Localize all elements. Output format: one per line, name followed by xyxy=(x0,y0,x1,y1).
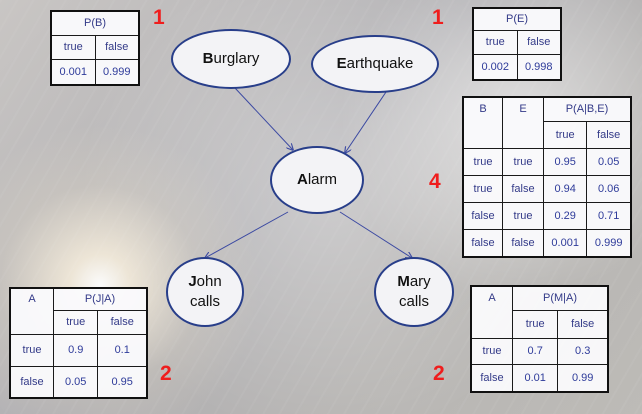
cpt-mary-header-false: false xyxy=(557,309,609,339)
cpt-alarm-value-false: 0.06 xyxy=(586,174,632,203)
cpt-john-value-false: 0.1 xyxy=(97,333,148,367)
cpt-john-value-true: 0.9 xyxy=(52,333,99,367)
edge-burglary-alarm xyxy=(234,87,293,150)
edge-alarm-john xyxy=(205,211,289,258)
cpt-alarm-value-false: 0.999 xyxy=(586,228,632,258)
cpt-mary-title: P(M|A) xyxy=(512,285,609,311)
cpt-mary-row-a: false xyxy=(470,363,513,393)
cpt-alarm-value-true: 0.29 xyxy=(542,201,588,230)
cpt-burglary-value-true: 0.001 xyxy=(50,58,96,86)
cpt-alarm-header-false: false xyxy=(586,120,632,149)
cpt-john-col-a: A xyxy=(9,287,54,335)
cpt-alarm-value-false: 0.71 xyxy=(586,201,632,230)
cpt-alarm-value-true: 0.94 xyxy=(542,174,588,203)
node-earthquake[interactable]: Earthquake xyxy=(311,35,439,93)
cpt-mary: A P(M|A) true false true 0.7 0.3 false 0… xyxy=(470,285,609,393)
param-count-mary: 2 xyxy=(433,362,445,385)
cpt-earthquake: P(E) true false 0.002 0.998 xyxy=(472,7,562,81)
cpt-john-title: P(J|A) xyxy=(53,287,148,311)
cpt-alarm: B E P(A|B,E) true false true true 0.95 0… xyxy=(462,96,632,258)
param-count-burglary: 1 xyxy=(153,6,165,29)
cpt-earthquake-header-true: true xyxy=(472,29,518,55)
cpt-alarm-row-e: false xyxy=(502,228,544,258)
param-count-earthquake: 1 xyxy=(432,6,444,29)
cpt-alarm-row-b: false xyxy=(462,228,503,258)
cpt-alarm-title: P(A|B,E) xyxy=(543,96,632,122)
node-burglary-label: Burglary xyxy=(202,50,260,67)
node-alarm[interactable]: Alarm xyxy=(270,146,364,214)
cpt-mary-col-a: A xyxy=(470,285,513,339)
cpt-burglary-header-false: false xyxy=(94,34,140,60)
cpt-burglary-value-false: 0.999 xyxy=(94,58,140,86)
param-count-john: 2 xyxy=(160,362,172,385)
cpt-mary-row-a: true xyxy=(470,337,513,365)
edge-alarm-mary xyxy=(339,211,412,258)
cpt-alarm-row-e: true xyxy=(502,147,544,176)
cpt-mary-value-false: 0.3 xyxy=(557,337,609,365)
cpt-burglary-title: P(B) xyxy=(50,10,140,36)
cpt-mary-header-true: true xyxy=(511,309,559,339)
node-earthquake-label: Earthquake xyxy=(336,55,414,72)
cpt-burglary-header-true: true xyxy=(50,34,96,60)
cpt-earthquake-header-false: false xyxy=(516,29,562,55)
cpt-john-row-a: true xyxy=(9,333,54,367)
cpt-mary-value-true: 0.01 xyxy=(511,363,559,393)
cpt-alarm-value-false: 0.05 xyxy=(586,147,632,176)
cpt-alarm-row-b: false xyxy=(462,201,503,230)
cpt-alarm-row-b: true xyxy=(462,174,503,203)
cpt-earthquake-value-false: 0.998 xyxy=(516,53,562,81)
cpt-mary-value-true: 0.7 xyxy=(511,337,559,365)
cpt-earthquake-title: P(E) xyxy=(472,7,562,31)
cpt-john-value-false: 0.95 xyxy=(97,365,148,399)
cpt-john-header-false: false xyxy=(97,309,148,335)
cpt-alarm-value-true: 0.95 xyxy=(542,147,588,176)
cpt-john-value-true: 0.05 xyxy=(52,365,99,399)
cpt-alarm-col-b: B xyxy=(462,96,503,149)
cpt-john-header-true: true xyxy=(52,309,99,335)
cpt-john: A P(J|A) true false true 0.9 0.1 false 0… xyxy=(9,287,148,399)
cpt-alarm-row-e: false xyxy=(502,174,544,203)
cpt-alarm-row-b: true xyxy=(462,147,503,176)
cpt-alarm-row-e: true xyxy=(502,201,544,230)
cpt-mary-value-false: 0.99 xyxy=(557,363,609,393)
param-count-alarm: 4 xyxy=(429,170,441,193)
cpt-alarm-col-e: E xyxy=(502,96,544,149)
edge-earthquake-alarm xyxy=(345,91,387,153)
node-burglary[interactable]: Burglary xyxy=(171,29,291,89)
cpt-earthquake-value-true: 0.002 xyxy=(472,53,518,81)
cpt-alarm-header-true: true xyxy=(542,120,588,149)
node-alarm-label: Alarm xyxy=(296,171,337,188)
cpt-john-row-a: false xyxy=(9,365,54,399)
cpt-burglary: P(B) true false 0.001 0.999 xyxy=(50,10,140,86)
cpt-alarm-value-true: 0.001 xyxy=(542,228,588,258)
